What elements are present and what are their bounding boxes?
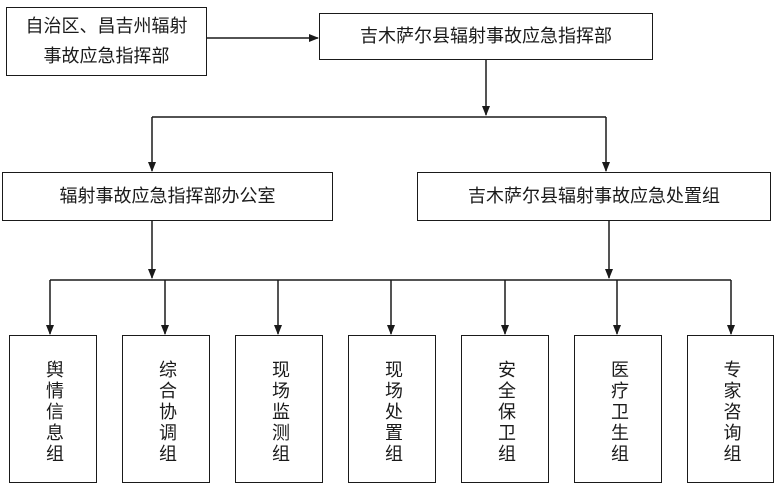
group-label: 综合协调组: [156, 360, 177, 465]
group-label: 现场处置组: [382, 360, 403, 465]
group-node-security: 安全保卫组: [461, 335, 549, 483]
group-node-monitoring: 现场监测组: [235, 335, 323, 483]
group-label: 专家咨询组: [720, 360, 742, 465]
county-command-label: 吉木萨尔县辐射事故应急指挥部: [360, 25, 612, 47]
disposal-group-node: 吉木萨尔县辐射事故应急处置组: [417, 172, 771, 221]
disposal-group-label: 吉木萨尔县辐射事故应急处置组: [468, 185, 720, 207]
region-command-node: 自治区、昌吉州辐射事故应急指挥部: [6, 7, 207, 76]
group-label: 舆情信息组: [43, 360, 64, 465]
group-node-expert: 专家咨询组: [687, 335, 774, 483]
command-office-node: 辐射事故应急指挥部办公室: [2, 172, 333, 221]
county-command-node: 吉木萨尔县辐射事故应急指挥部: [319, 13, 653, 60]
group-label: 医疗卫生组: [608, 360, 629, 465]
region-command-label: 自治区、昌吉州辐射事故应急指挥部: [25, 15, 188, 67]
group-label: 现场监测组: [269, 360, 290, 465]
group-node-public-opinion: 舆情信息组: [9, 335, 97, 483]
group-node-coordination: 综合协调组: [122, 335, 210, 483]
group-label: 安全保卫组: [495, 360, 516, 465]
command-office-label: 辐射事故应急指挥部办公室: [59, 185, 276, 207]
group-node-medical: 医疗卫生组: [574, 335, 662, 483]
group-node-onsite-disposal: 现场处置组: [348, 335, 436, 483]
